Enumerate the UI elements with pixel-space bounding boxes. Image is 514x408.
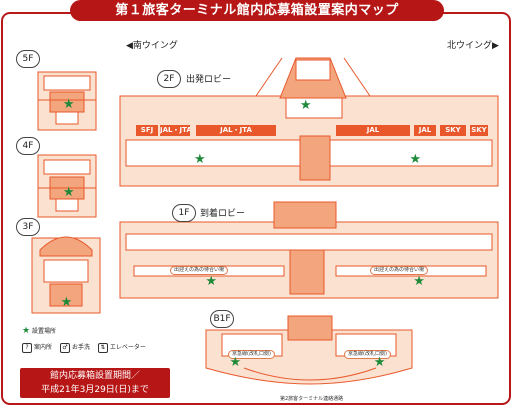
- floor-label-1f: 1F: [172, 204, 196, 222]
- counter-sky-1: SKY: [440, 125, 466, 136]
- terminal2-connector: 第2旅客ターミナル連絡通路: [280, 396, 344, 402]
- b1-zone-north: 京急線(改札口側): [344, 350, 391, 359]
- elevator-icon: ⇅: [97, 342, 108, 353]
- award-box-star-2f-3: ★: [299, 98, 312, 113]
- award-box-star-3f-2: ★: [60, 294, 73, 310]
- award-box-star-2f-4: ★: [194, 152, 206, 167]
- counter-jal-2: JAL: [414, 125, 436, 136]
- waiting-area-north: 出迎えの為の待合い場: [370, 266, 429, 275]
- notice-line-2: 平成21年3月29日(日)まで: [41, 385, 149, 395]
- floor-label-4f: 4F: [16, 137, 40, 155]
- legend-toilet-label: お手洗: [71, 344, 90, 351]
- counter-jal-jta-2: JAL・JTA: [196, 125, 276, 136]
- floor-b1f-plan: [205, 315, 413, 385]
- counter-jal-jta-1: JAL・JTA: [160, 125, 190, 136]
- notice-box: 館内応募箱設置期間／ 平成21年3月29日(日)まで: [20, 368, 170, 398]
- counter-sfj: SFJ: [136, 125, 158, 136]
- legend-elevator-label: エレベーター: [109, 344, 146, 351]
- award-box-star-5f-0: ★: [62, 96, 75, 112]
- north-wing-label: 北ウイング▶: [447, 41, 499, 51]
- floor-4f-plan: [37, 154, 97, 218]
- star-icon: ★: [22, 326, 31, 336]
- counter-sky-2: SKY: [470, 125, 488, 136]
- floor-label-5f: 5F: [16, 50, 40, 68]
- legend-info-label: 案内所: [34, 344, 53, 351]
- south-wing-label: ◀南ウイング: [126, 41, 178, 51]
- lobby-label-1f: 到着ロビー: [200, 209, 246, 219]
- award-box-star-1f-6: ★: [205, 274, 218, 290]
- floor-3f-plan: [31, 236, 101, 314]
- award-box-star-1f-7: ★: [413, 274, 425, 290]
- lobby-label-2f: 出発ロビー: [186, 75, 232, 85]
- counter-jal-1: JAL: [336, 125, 410, 136]
- legend-icons: ?案内所 ♂お手洗 ⇅エレベーター: [22, 342, 146, 353]
- floor-label-2f: 2F: [157, 70, 181, 88]
- floor-2f-plan: [119, 57, 499, 187]
- floor-label-b1f: B1F: [210, 310, 234, 328]
- award-box-star-2f-5: ★: [409, 152, 422, 167]
- waiting-area-south: 出迎えの為の待合い場: [170, 266, 229, 275]
- legend-award-box-label: 設置場所: [32, 328, 57, 335]
- floor-5f-plan: [37, 71, 97, 131]
- map-title: 第１旅客ターミナル館内応募箱設置案内マップ: [70, 0, 444, 21]
- floor-label-3f: 3F: [16, 218, 40, 236]
- award-box-star-4f-1: ★: [62, 185, 75, 201]
- notice-line-1: 館内応募箱設置期間／: [49, 371, 140, 381]
- b1-zone-south: 京急線(改札口側): [228, 350, 275, 359]
- info-icon: ?: [22, 342, 32, 353]
- toilet-icon: ♂: [59, 342, 70, 353]
- floor-1f-plan: [119, 201, 499, 299]
- legend-award-box: ★ 設置場所: [22, 326, 56, 336]
- award-box-star-b1f-8: ★: [229, 355, 242, 371]
- award-box-star-b1f-9: ★: [373, 355, 386, 371]
